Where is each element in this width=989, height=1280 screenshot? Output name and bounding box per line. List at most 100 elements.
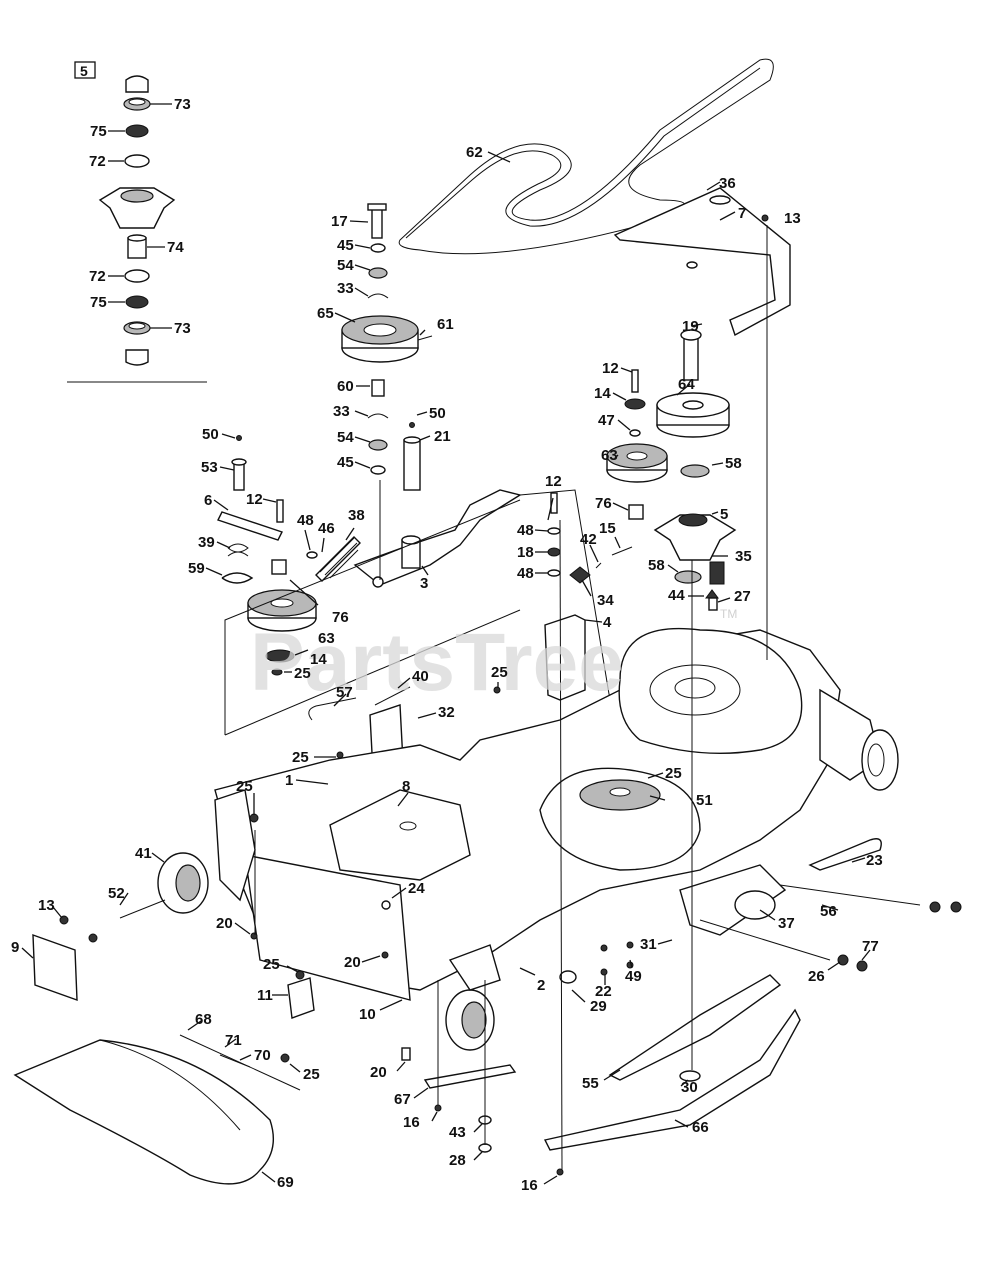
callout-20: 20 [370,1064,387,1081]
callout-37: 37 [778,915,795,932]
blade-55 [608,974,782,1081]
callout-32: 32 [438,704,455,721]
callout-50: 50 [429,405,446,422]
callout-76: 76 [595,495,612,512]
rear-anti-scalp-wheel [861,729,899,791]
washer-48-center-2 [547,569,561,577]
race-72-top [124,154,150,168]
callout-34: 34 [597,592,614,609]
bolt-16-left [434,1104,442,1112]
callout-29: 29 [590,998,607,1015]
bolt-19 [683,334,699,381]
inset-label-box [74,61,96,79]
callout-39: 39 [198,534,215,551]
callout-58: 58 [648,557,665,574]
callout-33: 33 [337,280,354,297]
callout-13: 13 [38,897,55,914]
callout-62: 62 [466,144,483,161]
bracket-4 [544,614,586,701]
callout-69: 69 [277,1174,294,1191]
bearing-54-top [368,267,388,279]
inset-label: 5 [80,63,88,79]
spacer-76-left [271,559,287,575]
spacer-60 [371,379,385,397]
bushing-59 [221,572,254,584]
callout-56: 56 [820,903,837,920]
explosion-guideline-left [224,499,521,736]
callout-77: 77 [862,938,879,955]
callout-4: 4 [603,614,612,631]
callout-73: 73 [174,320,191,337]
callout-8: 8 [402,778,410,795]
center-idler-stack [341,203,433,475]
callout-73: 73 [174,96,191,113]
callout-23: 23 [866,852,883,869]
callout-75: 75 [90,123,107,140]
callout-17: 17 [331,213,348,230]
callout-60: 60 [337,378,354,395]
left-idler-stack [217,435,361,676]
lift-rod-56 [779,884,921,906]
callout-12: 12 [545,473,562,490]
bolt-44 [705,589,719,599]
washer-45-bottom [370,465,386,475]
spring-38 [315,536,361,582]
wheel-bracket-2 [448,944,501,991]
snap-ring-33-bottom [367,413,389,419]
callout-61: 61 [437,316,454,333]
snap-ring-33-top [367,293,389,299]
callout-51: 51 [696,792,713,809]
nut-25-left [271,668,283,676]
callout-38: 38 [348,507,365,524]
nut-34 [569,566,591,584]
callout-6: 6 [204,492,212,509]
bracket-9 [32,933,78,1002]
callout-25: 25 [236,778,253,795]
bearing-75-top [125,124,149,138]
callout-41: 41 [135,845,152,862]
callout-46: 46 [318,520,335,537]
pivot-pin-21 [403,439,421,491]
callout-14: 14 [310,651,327,668]
callout-48: 48 [297,512,314,529]
washer-48-center [547,527,561,535]
bolt-12-left [276,499,284,523]
callout-25: 25 [491,664,508,681]
callout-65: 65 [317,305,334,322]
callout-75: 75 [90,294,107,311]
discharge-chute-69 [13,1039,274,1185]
spindle-cap-bottom [125,349,149,366]
bolt-16-right [556,1168,564,1176]
callout-22: 22 [595,983,612,1000]
callout-76: 76 [332,609,349,626]
washer-47 [629,429,641,437]
spacer-58-bottom [674,570,702,584]
bolt-12-right [631,369,639,393]
spring-40 [374,686,411,706]
callout-67: 67 [394,1091,411,1108]
pin-42 [595,562,602,569]
callout-2: 2 [537,977,545,994]
assembly-line-center [559,519,563,1171]
grease-fitting-35 [709,561,725,585]
callout-48: 48 [517,522,534,539]
fitting-50-center [409,422,415,428]
callout-16: 16 [521,1177,538,1194]
callout-7: 7 [738,205,746,222]
callout-59: 59 [188,560,205,577]
callout-43: 43 [449,1124,466,1141]
callout-64: 64 [678,376,695,393]
callout-21: 21 [434,428,451,445]
bearing-75-bottom [125,295,149,309]
spring-39 [227,543,249,557]
race-72-bottom [124,269,150,283]
spindle-cap-top [125,75,149,93]
callout-54: 54 [337,257,354,274]
callout-45: 45 [337,237,354,254]
callout-42: 42 [580,531,597,548]
callout-58: 58 [725,455,742,472]
callout-25: 25 [665,765,682,782]
callout-49: 49 [625,968,642,985]
callout-25: 25 [263,956,280,973]
bolt-15 [611,546,633,556]
